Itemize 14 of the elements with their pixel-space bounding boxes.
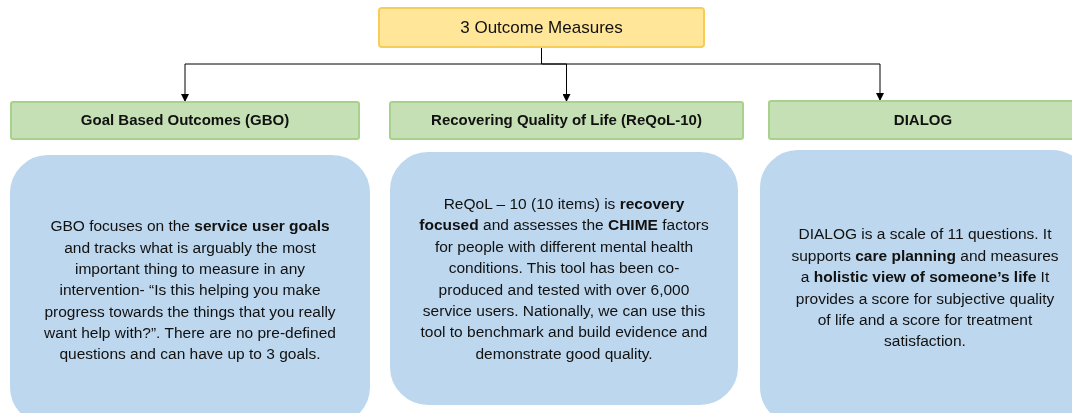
category-header	[389, 101, 744, 140]
category-header	[10, 101, 360, 140]
node-text: Recovering Quality of Life (ReQoL-10)	[431, 110, 702, 131]
title-box	[378, 7, 705, 48]
category-header	[768, 100, 1072, 140]
node-text: Goal Based Outcomes (GBO)	[80, 110, 290, 131]
description-box	[10, 155, 370, 413]
node-text: DIALOG is a scale of 11 questions. It supports care planning and measures a holistic view of someone’s life It provides a score for subjective quality of life and a score for treatment satisfaction.	[790, 224, 1060, 352]
node-text: 3 Outcome Measures	[460, 16, 623, 39]
description-box	[390, 152, 738, 405]
node-text: ReQoL – 10 (10 items) is recovery focused and assesses the CHIME factors for people with different mental health conditions. This tool has been co-produced and tested with over 6,000 service users. Nationally, we can use this tool to benchmark and build evidence and demonstrate good quality.	[418, 194, 710, 364]
node-text: GBO focuses on the service user goals and tracks what is arguably the most important thing to measure in any intervention- “Is this helping you make progress towards the things that you really want help with?”. There are no pre-defined questions and can have up to 3 goals.	[43, 216, 337, 365]
node-text: DIALOG	[893, 109, 953, 130]
description-box	[760, 150, 1072, 413]
